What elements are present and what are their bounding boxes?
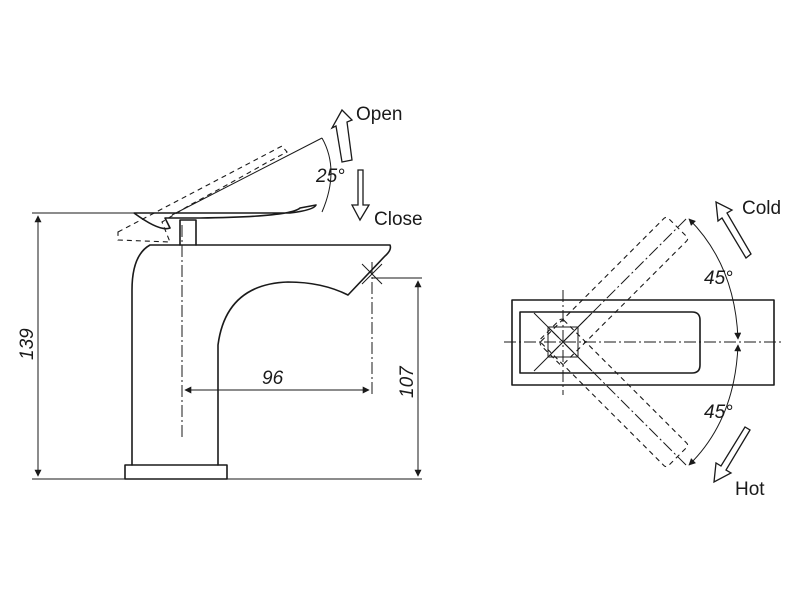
open-arrow-icon <box>330 108 354 163</box>
dim-spout-height: 107 <box>397 365 418 398</box>
side-view: Open Close 25° 139 107 96 <box>17 104 423 480</box>
close-label: Close <box>374 209 423 230</box>
lever-open-dashed <box>117 145 288 243</box>
hot-angle-label: 45° <box>704 402 733 423</box>
faucet-body-outline <box>131 244 392 466</box>
hot-label: Hot <box>735 479 765 500</box>
hot-arrow-icon <box>713 426 751 484</box>
cold-arrow-icon <box>715 200 752 259</box>
cold-angle-arc <box>688 218 742 340</box>
handle-block <box>179 219 197 246</box>
lever-cold-center <box>549 216 689 356</box>
open-label: Open <box>356 104 402 125</box>
close-arrow-icon <box>350 169 371 222</box>
hot-angle-arc <box>688 344 742 466</box>
faucet-base <box>124 464 228 480</box>
angle-ref-line-open <box>171 137 323 216</box>
dim-spout-reach: 96 <box>262 368 284 389</box>
handle-knob <box>547 326 579 358</box>
cold-label: Cold <box>742 198 781 219</box>
lever-closed <box>133 204 317 230</box>
cold-angle-label: 45° <box>704 268 733 289</box>
lever-angle-label: 25° <box>315 166 345 187</box>
angle-arc-25 <box>321 137 332 213</box>
outlet-mark-2 <box>361 263 383 285</box>
lever-hot-center <box>549 328 689 468</box>
top-view: 45° 45° Cold Hot <box>504 198 782 500</box>
dim-total-height: 139 <box>17 328 38 360</box>
